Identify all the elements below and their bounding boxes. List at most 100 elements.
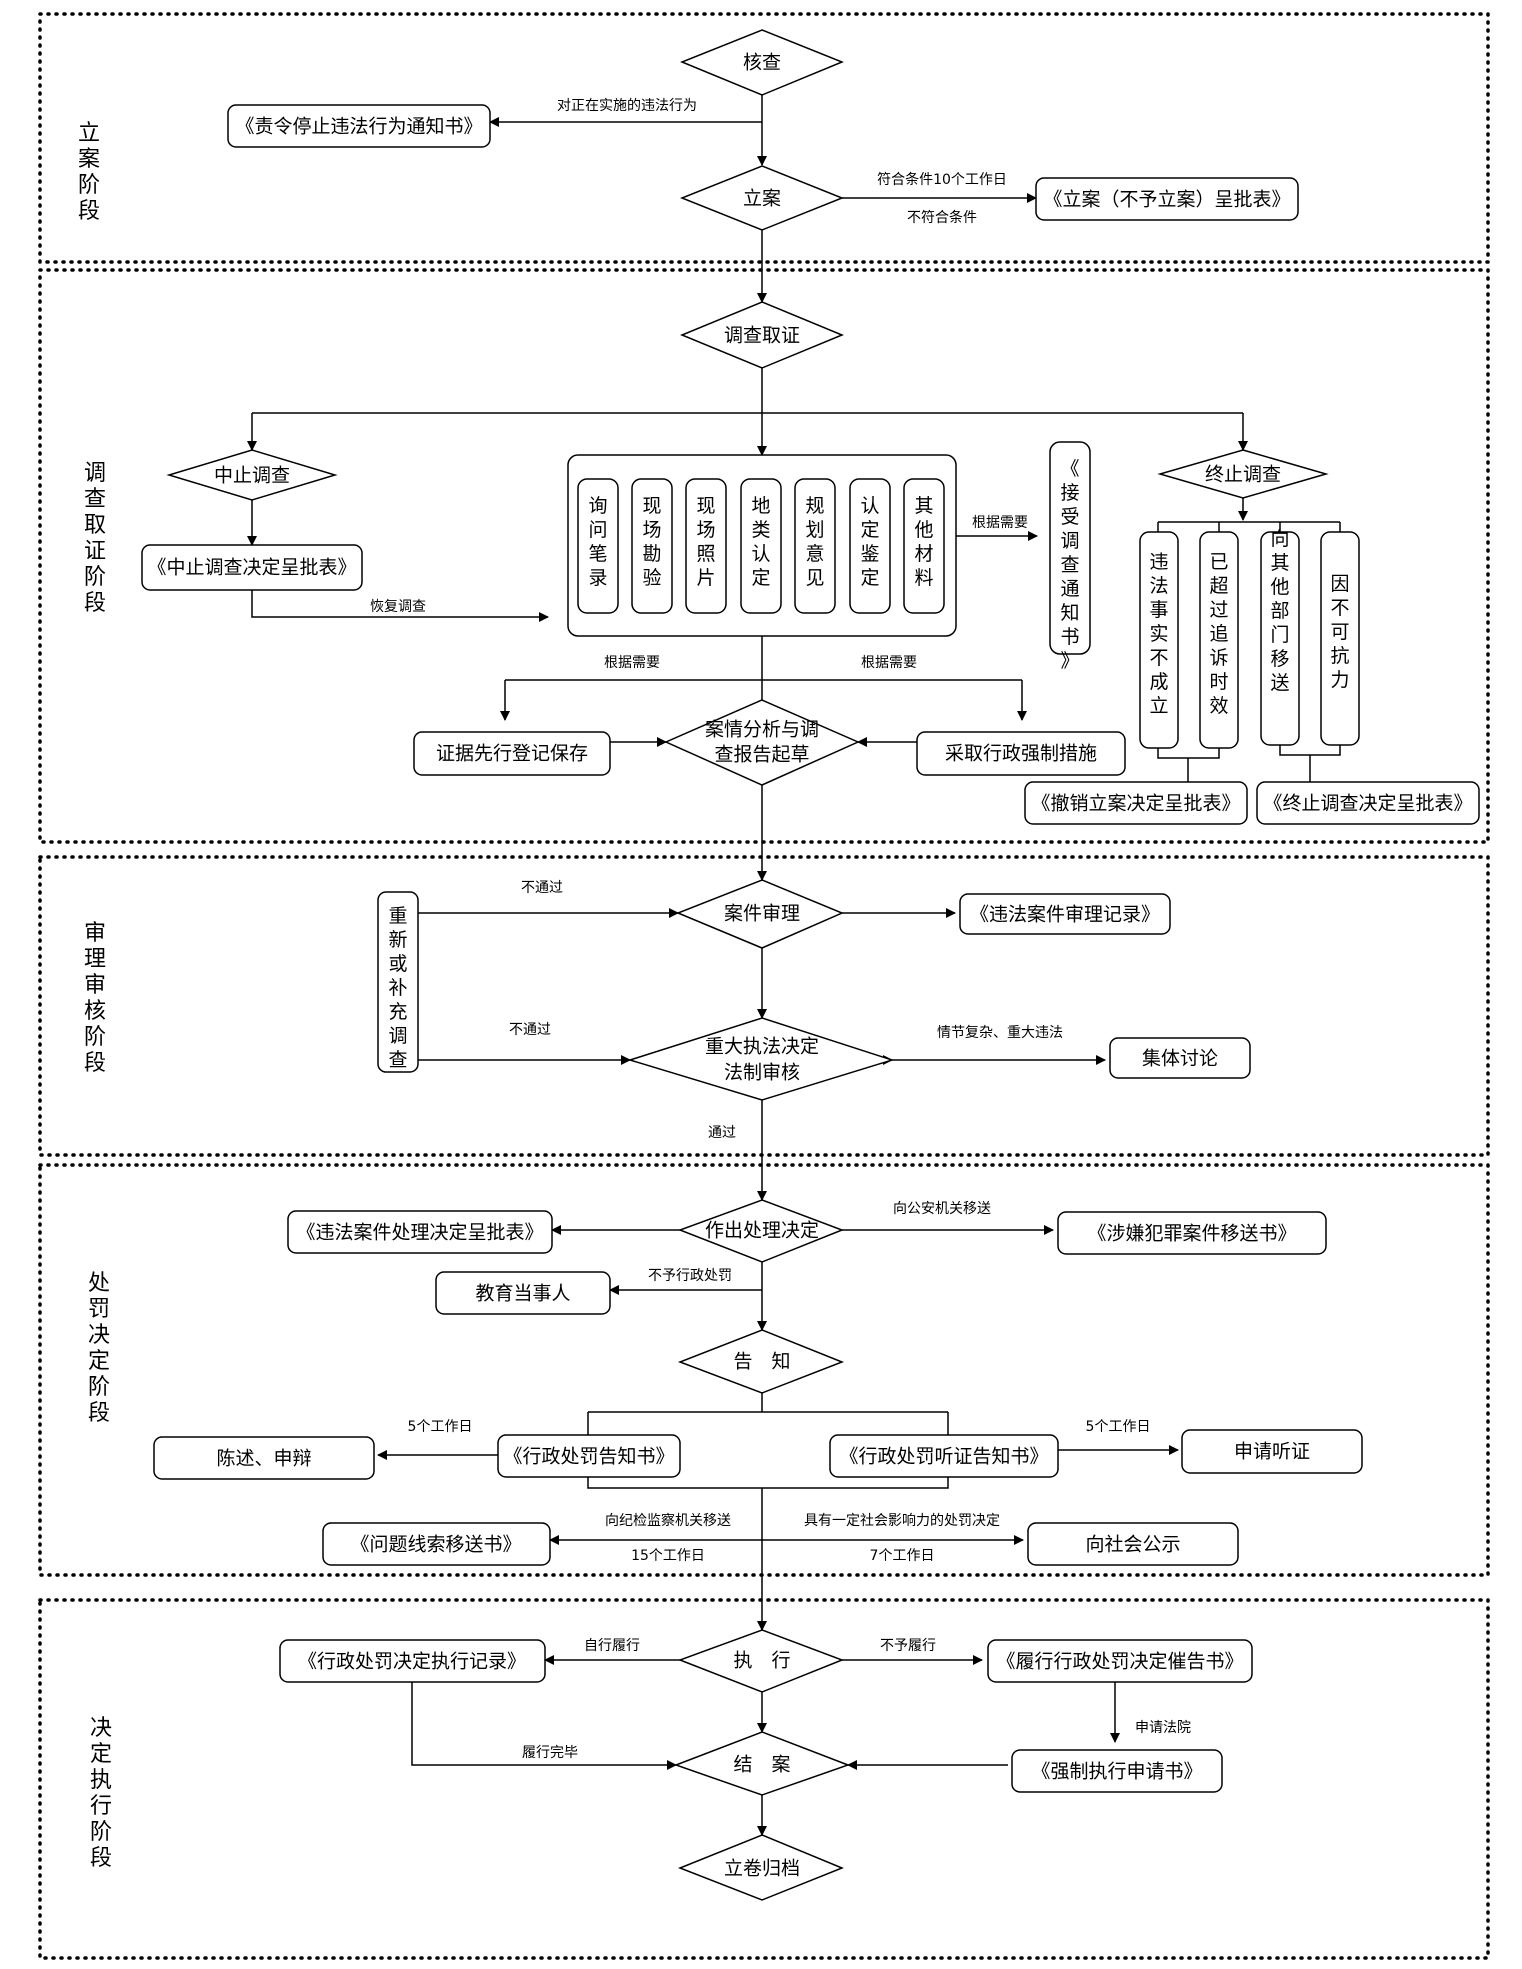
node-texts: 核查 《责令停止违法行为通知书》 立案 《立案（不予立案）呈批表》 调查取证 中…	[147, 52, 1472, 1880]
evidence-item-3-label: 现场照片	[696, 495, 715, 589]
end-reason-4[interactable]	[1320, 531, 1360, 746]
node-notice-b: 《行政处罚听证告知书》	[839, 1446, 1048, 1468]
diamond-zhongda[interactable]	[627, 1017, 895, 1101]
node-notice-a: 《行政处罚告知书》	[503, 1446, 674, 1468]
node-jiti: 集体讨论	[1142, 1048, 1218, 1070]
box-shenqing-tingzheng[interactable]	[1181, 1429, 1363, 1474]
box-chexiao-form[interactable]	[1024, 781, 1248, 825]
label-days5-a: 5个工作日	[408, 1419, 473, 1435]
line-notices-join	[587, 1475, 949, 1489]
label-days15: 15个工作日	[631, 1548, 705, 1564]
evidence-item-3[interactable]	[685, 478, 727, 614]
diamond-zhongzhi-end[interactable]	[1157, 449, 1329, 499]
diamond-diaocha[interactable]	[680, 301, 844, 369]
node-analysis-line2: 查报告起草	[714, 744, 809, 766]
evidence-item-7[interactable]	[903, 478, 945, 614]
diamond-lian[interactable]	[679, 165, 845, 231]
line-reasons34-join	[1279, 745, 1341, 756]
box-notice-b[interactable]	[829, 1434, 1059, 1478]
label-complex: 情节复杂、重大违法	[937, 1024, 1063, 1041]
node-analysis-line1: 案情分析与调	[705, 719, 819, 741]
end-reason-3-label: 向其他部门移送	[1270, 528, 1289, 694]
diamond-chuli[interactable]	[677, 1199, 845, 1263]
edge-labels: 对正在实施的违法行为 符合条件10个工作日 不符合条件 根据需要 恢复调查 根据…	[370, 98, 1191, 1761]
diamond-hecha[interactable]	[680, 29, 844, 96]
box-chuli-form[interactable]	[287, 1210, 553, 1254]
box-chenshu[interactable]	[153, 1436, 375, 1480]
evidence-item-5[interactable]	[794, 478, 836, 614]
node-chuli: 作出处理决定	[705, 1220, 819, 1242]
node-zhixing-record: 《行政处罚决定执行记录》	[298, 1651, 526, 1673]
label-as-needed-a: 根据需要	[972, 515, 1028, 531]
node-chuli-form: 《违法案件处理决定呈批表》	[296, 1222, 543, 1244]
box-zhongzhi-form[interactable]	[141, 544, 363, 591]
box-jieshou-notice[interactable]	[1049, 441, 1091, 655]
stage-label-filing: 立案阶段	[78, 121, 100, 224]
box-lian-form[interactable]	[1035, 177, 1299, 221]
node-gongshi: 向社会公示	[1085, 1534, 1180, 1556]
box-gongshi[interactable]	[1027, 1522, 1239, 1566]
node-jiean: 结 案	[733, 1754, 790, 1776]
label-self-perform: 自行履行	[584, 1638, 640, 1654]
box-notice-a[interactable]	[497, 1434, 681, 1478]
diamond-guidang[interactable]	[677, 1834, 844, 1901]
box-cuigao[interactable]	[987, 1639, 1253, 1683]
label-as-needed-c: 根据需要	[861, 655, 917, 671]
evidence-items	[577, 478, 945, 614]
evidence-item-1[interactable]	[577, 478, 619, 614]
node-chexiao-form: 《撤销立案决定呈批表》	[1031, 793, 1240, 815]
line-reasons12-join	[1157, 748, 1220, 759]
node-cuigao: 《履行行政处罚决定催告书》	[996, 1651, 1243, 1673]
evidence-item-2-label: 现场勘验	[642, 495, 661, 589]
diamond-zhixing[interactable]	[677, 1629, 845, 1693]
stage-frame-execution	[38, 1598, 1490, 1960]
node-zhongzhi-form: 《中止调查决定呈批表》	[147, 557, 356, 579]
evidence-item-4[interactable]	[740, 478, 782, 614]
label-not-perform: 不予履行	[880, 1638, 936, 1654]
evidence-item-6[interactable]	[849, 478, 891, 614]
line-record-jiean	[411, 1680, 677, 1770]
box-rediaocha[interactable]	[377, 891, 419, 1073]
label-qualify-10days: 符合条件10个工作日	[877, 171, 1007, 188]
node-qiangzhi-apply: 《强制执行申请书》	[1031, 1761, 1202, 1783]
evidence-item-4-label: 地类认定	[751, 495, 770, 589]
diamond-zhongzhi[interactable]	[166, 449, 338, 501]
box-evidence-save[interactable]	[413, 731, 611, 776]
end-reasons	[1139, 531, 1360, 749]
box-xiansuo[interactable]	[322, 1522, 551, 1566]
end-reason-3[interactable]	[1260, 531, 1300, 746]
diamond-shenli[interactable]	[676, 879, 844, 949]
box-tingzhi-notice[interactable]	[227, 104, 491, 148]
evidence-item-1-label: 询问笔录	[588, 495, 607, 589]
node-evidence-save: 证据先行登记保存	[436, 743, 588, 765]
node-tingzhi-notice: 《责令停止违法行为通知书》	[235, 116, 482, 138]
diamond-analysis[interactable]	[664, 699, 860, 786]
rediaocha-label: 重新或补充调查	[388, 905, 407, 1071]
node-jiaoyu: 教育当事人	[475, 1283, 570, 1305]
connectors	[247, 95, 1341, 1836]
end-reason-2[interactable]	[1199, 531, 1239, 749]
evidence-item-2[interactable]	[631, 478, 673, 614]
stage-label-decision: 处罚决定阶段	[88, 1271, 110, 1426]
box-shenli-record[interactable]	[959, 893, 1171, 935]
box-zhongzhi-end-form[interactable]	[1256, 781, 1480, 825]
box-yisong-form[interactable]	[1057, 1211, 1327, 1255]
box-coercive[interactable]	[916, 731, 1126, 776]
node-coercive: 采取行政强制措施	[945, 743, 1097, 765]
evidence-item-7-label: 其他材料	[914, 495, 933, 589]
stage-label-investigation: 调查取证阶段	[84, 461, 106, 616]
diamond-jiean[interactable]	[673, 1731, 851, 1796]
label-fail-a: 不通过	[521, 880, 563, 896]
box-qiangzhi-apply[interactable]	[1011, 1749, 1223, 1793]
node-yisong-form: 《涉嫌犯罪案件移送书》	[1087, 1223, 1296, 1245]
label-not-qualify: 不符合条件	[907, 209, 977, 226]
end-reason-1[interactable]	[1139, 531, 1179, 749]
box-jiaoyu[interactable]	[435, 1271, 611, 1315]
diamond-gaozhi[interactable]	[677, 1329, 845, 1394]
label-days5-b: 5个工作日	[1086, 1419, 1151, 1435]
label-as-needed-b: 根据需要	[604, 655, 660, 671]
box-zhixing-record[interactable]	[279, 1639, 546, 1683]
box-jiti[interactable]	[1109, 1037, 1251, 1079]
jieshou-notice-label: 《接受调查通知书》	[1060, 458, 1079, 672]
line-resume	[251, 590, 549, 622]
